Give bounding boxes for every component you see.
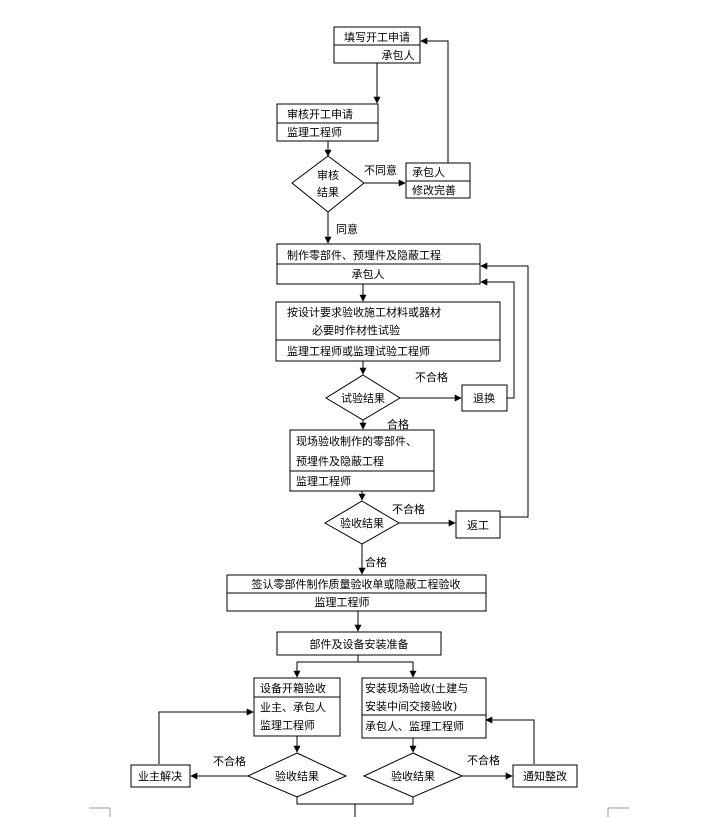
box-sign-acceptance: 签认零部件制作质量验收单或隐蔽工程验收 监理工程师 (226, 574, 487, 612)
make-parts-role: 承包人 (352, 268, 385, 281)
box-fill-application: 填写开工申请 承包人 (333, 26, 421, 64)
edge-label-pass-2: 合格 (365, 555, 387, 569)
accept-result-3-label: 验收结果 (391, 769, 435, 783)
edge-label-agree: 同意 (336, 222, 358, 236)
decision-accept-result-2: 验收结果 (246, 752, 348, 798)
install-inspect-line2: 安装中间交接验收) (365, 699, 457, 713)
box-make-parts: 制作零部件、预埋件及隐蔽工程 承包人 (276, 243, 481, 285)
box-notify-fix: 通知整改 (512, 764, 578, 788)
fill-application-label: 填写开工申请 (344, 30, 410, 44)
box-contractor-revise: 承包人 修改完善 (405, 162, 471, 199)
site-inspect-role: 监理工程师 (296, 475, 351, 488)
material-test-line2: 必要时作材性试验 (312, 323, 400, 337)
box-material-test: 按设计要求验收施工材料或器材 必要时作材性试验 监理工程师或监理试验工程师 (275, 301, 501, 362)
install-prep-label: 部件及设备安装准备 (310, 637, 409, 651)
decision-review-result: 审核 结果 (291, 155, 365, 213)
site-inspect-line2: 预埋件及隐蔽工程 (296, 455, 384, 468)
box-owner-resolve: 业主解决 (130, 764, 191, 788)
notify-fix-label: 通知整改 (523, 769, 567, 783)
box-review-application: 审核开工申请 监理工程师 (276, 103, 379, 142)
page-corner-marks (89, 807, 629, 817)
review-application-label: 审核开工申请 (287, 107, 353, 121)
make-parts-label: 制作零部件、预埋件及隐蔽工程 (287, 248, 441, 262)
sign-acceptance-role: 监理工程师 (315, 596, 370, 609)
review-result-line2: 结果 (317, 186, 339, 199)
box-install-prep: 部件及设备安装准备 (276, 631, 442, 656)
material-test-role: 监理工程师或监理试验工程师 (287, 344, 430, 358)
box-return-replace: 退换 (461, 384, 508, 412)
contractor-revise-role: 承包人 (412, 166, 445, 179)
decision-test-result: 试验结果 (325, 374, 401, 421)
contractor-revise-action: 修改完善 (412, 183, 456, 197)
install-inspect-line1: 安装现场验收(土建与 (365, 681, 468, 695)
material-test-line1: 按设计要求验收施工材料或器材 (287, 305, 441, 319)
sign-acceptance-label: 签认零部件制作质量验收单或隐蔽工程验收 (252, 577, 461, 591)
edge-label-fail-1: 不合格 (415, 370, 448, 384)
edge-label-pass-1: 合格 (387, 417, 409, 431)
fill-application-role: 承包人 (382, 49, 415, 62)
site-inspect-line1: 现场验收制作的零部件、 (296, 434, 417, 448)
edge-label-fail-3: 不合格 (213, 754, 246, 768)
test-result-label: 试验结果 (341, 391, 385, 405)
box-rework: 返工 (455, 510, 501, 539)
decision-accept-result-1: 验收结果 (324, 500, 400, 545)
accept-result-2-label: 验收结果 (275, 769, 319, 783)
edge-label-disagree: 不同意 (364, 163, 397, 177)
accept-result-1-label: 验收结果 (340, 516, 384, 530)
decision-accept-result-3: 验收结果 (362, 752, 464, 798)
review-result-line1: 审核 (317, 168, 339, 182)
box-site-inspect: 现场验收制作的零部件、 预埋件及隐蔽工程 监理工程师 (289, 429, 435, 492)
connectors (158, 37, 535, 817)
box-install-inspect: 安装现场验收(土建与 安装中间交接验收) 承包人、监理工程师 (361, 677, 487, 739)
owner-resolve-label: 业主解决 (138, 769, 182, 783)
unbox-inspect-role2: 监理工程师 (260, 719, 315, 732)
box-unbox-inspect: 设备开箱验收 业主、承包人 监理工程师 (253, 677, 341, 737)
edge-label-fail-4: 不合格 (467, 753, 500, 767)
edge-labels: 不同意 同意 不合格 合格 不合格 合格 不合格 不合格 (213, 163, 500, 768)
unbox-inspect-label: 设备开箱验收 (260, 681, 326, 695)
rework-label: 返工 (467, 519, 489, 532)
return-replace-label: 退换 (473, 391, 495, 405)
unbox-inspect-roles: 业主、承包人 (260, 701, 326, 714)
install-inspect-roles: 承包人、监理工程师 (365, 720, 464, 733)
edge-label-fail-2: 不合格 (392, 502, 425, 516)
review-application-role: 监理工程师 (287, 126, 342, 139)
